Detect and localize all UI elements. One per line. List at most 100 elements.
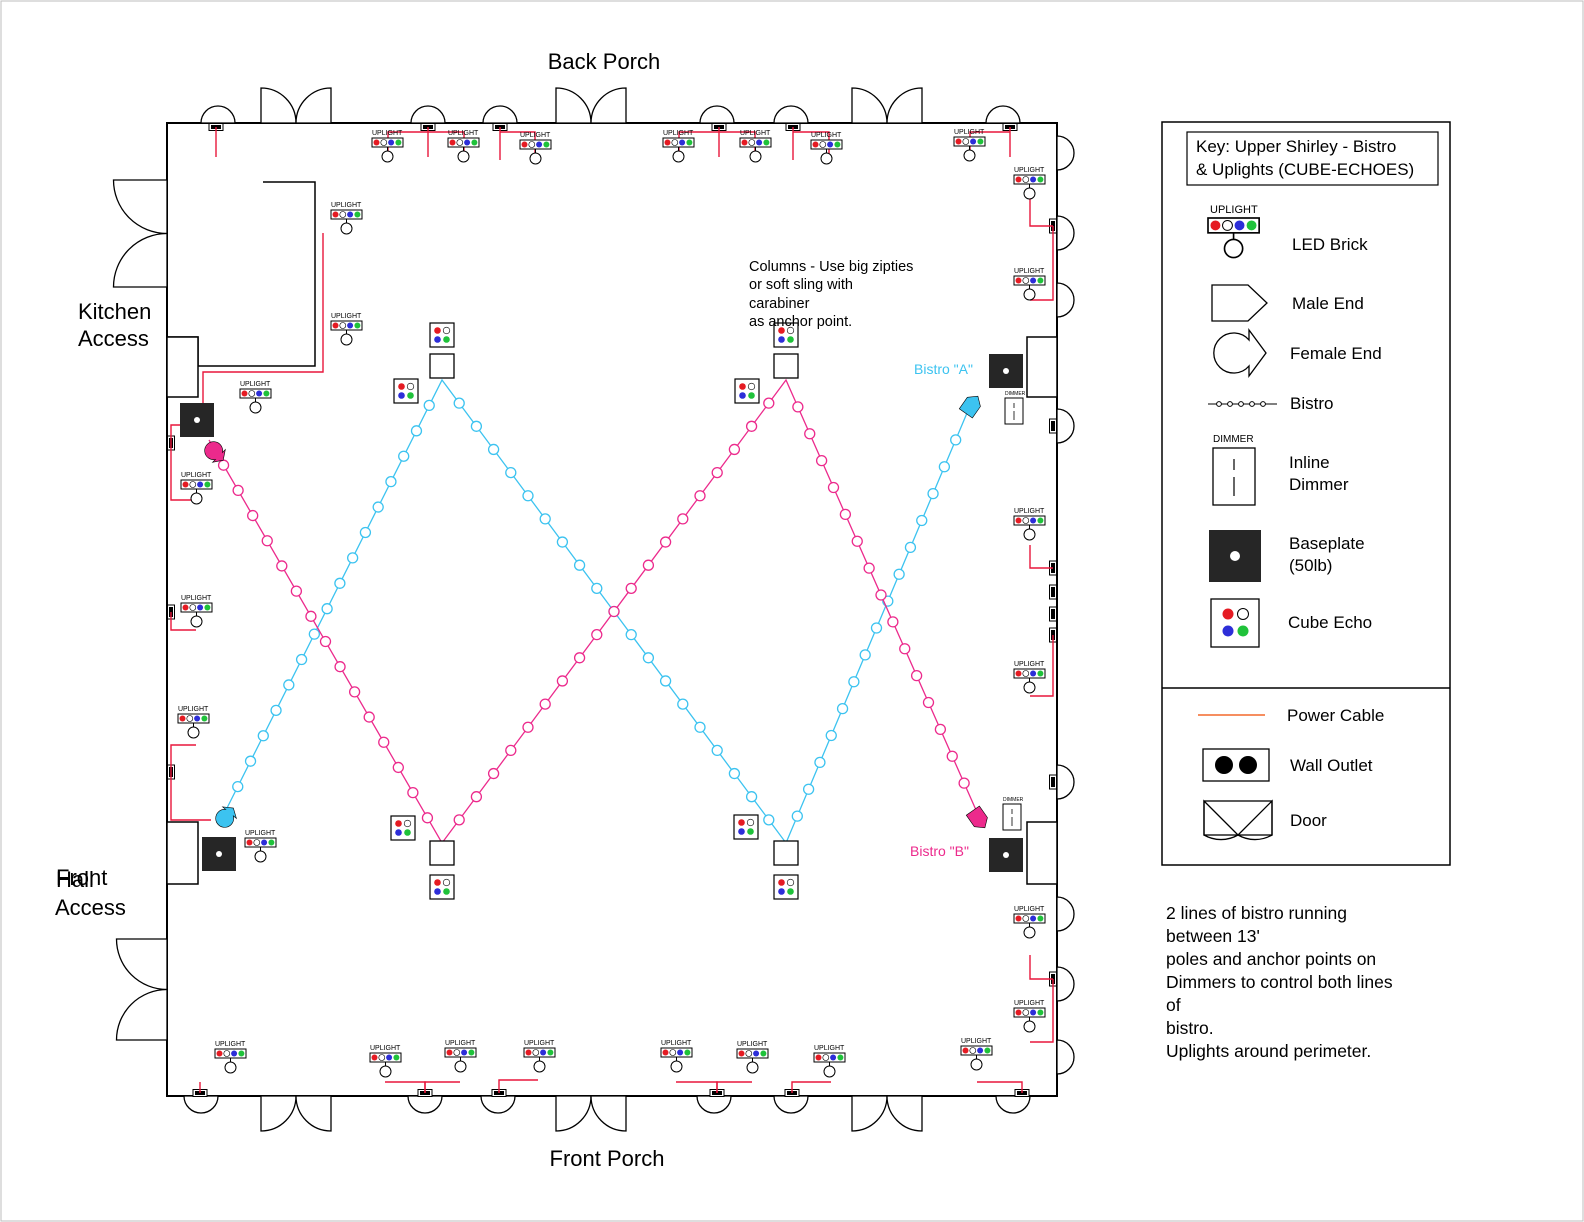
bistro-bulb [423,399,435,412]
bistro-bulb [851,535,863,547]
uplight-label: UPLIGHT [1014,167,1045,174]
double-door-icon [555,87,627,124]
bistro-bulb [927,487,939,500]
bistro-bulb [305,610,317,622]
legend-baseplate-label-2: (50lb) [1289,556,1332,575]
legend-title-2: & Uplights (CUBE-ECHOES) [1196,160,1414,179]
bistro-bulb [677,513,689,525]
uplight-led-brick: UPLIGHT [369,1045,402,1078]
columns-note-3: carabiner [749,296,810,312]
bistro-bulb [659,536,672,548]
uplight-led-brick: UPLIGHT [239,381,272,414]
bistro-bulb [763,397,775,409]
uplight-label: UPLIGHT [331,313,362,320]
bistro-b-label: Bistro "B" [910,843,969,859]
power-cable [424,1081,460,1093]
uplight-label: UPLIGHT [331,202,362,209]
power-cable [791,1081,831,1093]
uplight-led-brick: UPLIGHT [1013,1000,1046,1033]
wall-light-fixture [1056,966,1075,1002]
columns-note-4: as anchor point. [749,314,852,330]
double-door-icon [260,1095,332,1132]
wall-light-fixture [1056,764,1075,800]
kitchen-access-label-1: Kitchen [78,299,151,324]
uplight-led-brick: UPLIGHT [371,130,404,163]
wall-outlet-icon [1202,748,1270,782]
double-door-icon [115,938,168,1041]
power-cable [793,131,830,160]
wall-light-fixture [773,105,809,124]
bistro-bulb [290,585,303,597]
legend-bistro-label: Bistro [1290,394,1333,413]
wall-light-fixture [1056,135,1075,171]
power-cable [1030,226,1054,301]
uplight-label: UPLIGHT [524,1040,555,1047]
wall-light-fixture [995,1095,1031,1114]
bistro-bulb [922,696,935,709]
bistro-string [224,378,968,845]
bistro-bulb [372,501,384,513]
uplight-led-brick: UPLIGHT [330,313,363,346]
cube-echo [773,874,799,900]
bistro-bulb [825,729,837,742]
notes-line-3: poles and anchor points on [1166,949,1376,969]
kitchen-access-label-2: Access [78,326,149,351]
baseplate [989,354,1023,388]
double-door-icon [851,87,923,124]
bistro-bulb [711,466,723,479]
bistro-bulb [814,756,826,769]
uplight-label: UPLIGHT [1014,1000,1045,1007]
uplight-label: UPLIGHT [1014,268,1045,275]
male-end-plug [965,805,988,829]
bistro-bulb [573,559,586,571]
uplight-label: UPLIGHT [663,130,694,137]
bistro-bulb [247,509,259,522]
bistro-bulb [745,791,758,803]
uplight-label: UPLIGHT [811,132,842,139]
bistro-bulb [642,652,655,664]
bistro-bulb [359,526,372,539]
bistro-a-label: Bistro "A" [914,361,973,377]
uplight-led-brick: UPLIGHT [177,706,210,739]
bistro-bulb [244,755,257,767]
legend-bistro-bulb [1238,401,1244,407]
bistro-bulb [410,425,423,437]
uplight-led-brick: UPLIGHT [953,129,986,162]
uplights-layer: UPLIGHT UPLIGHT UPLIGHT UPLIGHT UPLIGHT UPLIG… [177,129,1046,1078]
legend-male-end-label: Male End [1292,294,1364,313]
wall-light-fixture [407,1095,443,1114]
bistro-bulb [694,490,706,502]
uplight-label: UPLIGHT [520,132,551,139]
bistro-bulb [804,428,816,440]
wall-light-fixture [482,105,518,124]
uplight-label: UPLIGHT [181,472,212,479]
male-end-icon [1211,284,1268,322]
double-door-icon [260,87,332,124]
power-cable [202,233,324,425]
power-cable [170,612,196,631]
hall-access-label-3: Access [55,895,126,920]
uplight-label: UPLIGHT [737,1041,768,1048]
uplight-led-brick: UPLIGHT [1013,906,1046,939]
legend-box: Key: Upper Shirley - Bistro & Uplights (… [1161,121,1451,866]
cube-echo [733,814,759,840]
bistro-bulb [505,466,517,479]
uplight-label: UPLIGHT [445,1040,476,1047]
front-porch-label: Front Porch [550,1146,665,1171]
wall-outlet-icon [1049,774,1057,790]
legend-bistro-bulb [1260,401,1266,407]
female-end-plug [204,441,226,463]
baseplate [202,837,236,871]
bistro-bulb [522,721,534,733]
bistro-bulb [836,702,849,715]
legend-led-brick-symbol: UPLIGHT [1207,204,1260,259]
cube-echo [773,322,799,348]
bistro-bulb [217,459,230,471]
bistro-bulb [487,443,500,456]
bistro-bulb [308,628,321,640]
bistro-bulb [763,814,775,826]
legend-dimmer-label-2: Dimmer [1289,475,1349,494]
